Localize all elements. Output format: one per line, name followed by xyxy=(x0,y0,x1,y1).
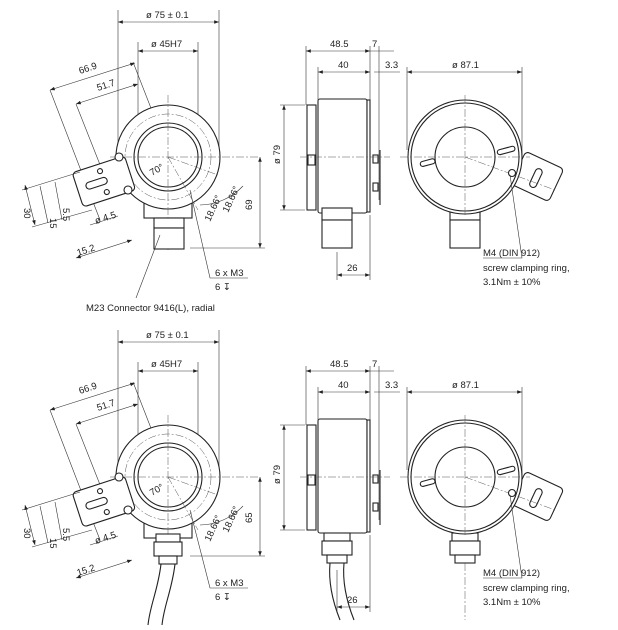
note-m4: M4 (DIN 912) xyxy=(483,248,540,259)
dim-30: 30 xyxy=(21,528,32,539)
dim-7: 7 xyxy=(372,359,377,370)
dim-26: 26 xyxy=(347,595,358,606)
dim-dia-87-1: ø 87.1 xyxy=(452,60,479,71)
dim-bore-diameter: ø 45H7 xyxy=(151,359,182,370)
connector-label: M23 Connector 9416(L), radial xyxy=(86,303,215,314)
dim-48-5: 48.5 xyxy=(330,39,349,50)
dim-26: 26 xyxy=(347,263,358,274)
note-torque: 3.1Nm ± 10% xyxy=(483,277,541,288)
dim-48-5: 48.5 xyxy=(330,359,349,370)
dim-bore-diameter: ø 45H7 xyxy=(151,39,182,50)
dim-15: 15 xyxy=(47,218,58,229)
dim-height: 69 xyxy=(244,199,255,210)
dim-5-5: 5.5 xyxy=(60,528,71,541)
thread-callout: 6 x M3 xyxy=(215,578,244,589)
note-clamping: screw clamping ring, xyxy=(483,583,570,594)
top-variant-connector: ø 75 ± 0.1 ø 45H7 66.9 51.7 70° xyxy=(21,10,570,314)
side-view: 48.5 7 40 3.3 ø 79 26 xyxy=(272,359,400,621)
dim-40: 40 xyxy=(338,380,349,391)
dim-40: 40 xyxy=(338,60,349,71)
front-view: ø 75 ± 0.1 ø 45H7 66.9 51.7 70° xyxy=(21,10,265,314)
dim-51-7: 51.7 xyxy=(96,78,117,94)
dim-15-2: 15.2 xyxy=(76,243,97,259)
dim-7: 7 xyxy=(372,39,377,50)
note-clamping: screw clamping ring, xyxy=(483,263,570,274)
dim-angle-18-66-b: 18.66° xyxy=(221,184,243,214)
dim-3-3: 3.3 xyxy=(385,380,398,391)
dim-66-9: 66.9 xyxy=(78,381,99,397)
dim-outer-diameter: ø 75 ± 0.1 xyxy=(146,10,189,21)
bottom-variant-cable: ø 75 ± 0.1 ø 45H7 66.9 51.7 70° xyxy=(21,330,570,626)
note-torque: 3.1Nm ± 10% xyxy=(483,597,541,608)
dim-15: 15 xyxy=(47,538,58,549)
dim-51-7: 51.7 xyxy=(96,398,117,414)
dim-height: 65 xyxy=(244,512,255,523)
dim-dia-87-1: ø 87.1 xyxy=(452,380,479,391)
thread-callout: 6 x M3 xyxy=(215,268,244,279)
dim-dia-79: ø 79 xyxy=(272,465,283,484)
dim-3-3: 3.3 xyxy=(385,60,398,71)
side-view: 48.5 7 40 3.3 ø 79 26 xyxy=(272,39,400,280)
dim-30: 30 xyxy=(21,208,32,219)
rear-view: ø 87.1 M4 (DIN 912) screw clamping ring,… xyxy=(400,380,570,620)
dim-15-2: 15.2 xyxy=(76,563,97,579)
dim-outer-diameter: ø 75 ± 0.1 xyxy=(146,330,189,341)
thread-depth: 6 ↧ xyxy=(215,592,231,603)
note-m4: M4 (DIN 912) xyxy=(483,568,540,579)
front-view: ø 75 ± 0.1 ø 45H7 66.9 51.7 70° xyxy=(21,330,265,626)
dim-dia-79: ø 79 xyxy=(272,145,283,164)
dim-5-5: 5.5 xyxy=(60,208,71,221)
dim-66-9: 66.9 xyxy=(78,61,99,77)
rear-view: ø 87.1 M4 (DIN 912) screw clamping ring,… xyxy=(400,60,570,288)
thread-depth: 6 ↧ xyxy=(215,282,231,293)
dim-angle-18-66-b: 18.66° xyxy=(221,504,243,534)
